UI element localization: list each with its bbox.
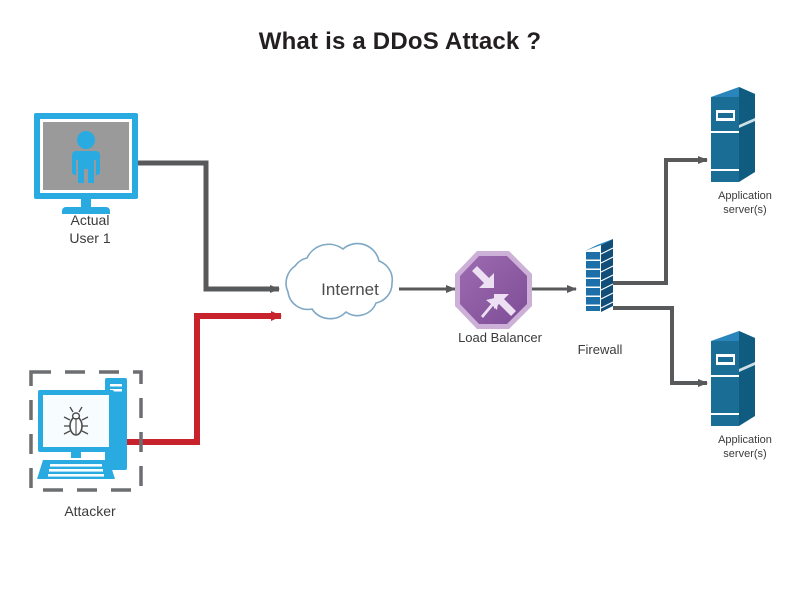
server-top-icon (711, 87, 755, 182)
firewall-icon (585, 239, 614, 312)
server-bottom-icon (711, 331, 755, 426)
connector-user1-to-internet (136, 160, 280, 293)
bug-icon (63, 406, 89, 436)
load-balancer-icon (455, 251, 532, 329)
connector-firewall-to-server-top (613, 156, 708, 285)
user1-monitor-icon (34, 113, 138, 214)
connector-firewall-to-server-bottom (613, 306, 708, 387)
attacker-computer-icon (29, 370, 143, 492)
person-glyph-icon (72, 131, 100, 183)
connector-attacker-to-internet (126, 311, 282, 445)
internet-cloud-icon (285, 242, 394, 320)
page-title: What is a DDoS Attack ? (258, 28, 542, 55)
